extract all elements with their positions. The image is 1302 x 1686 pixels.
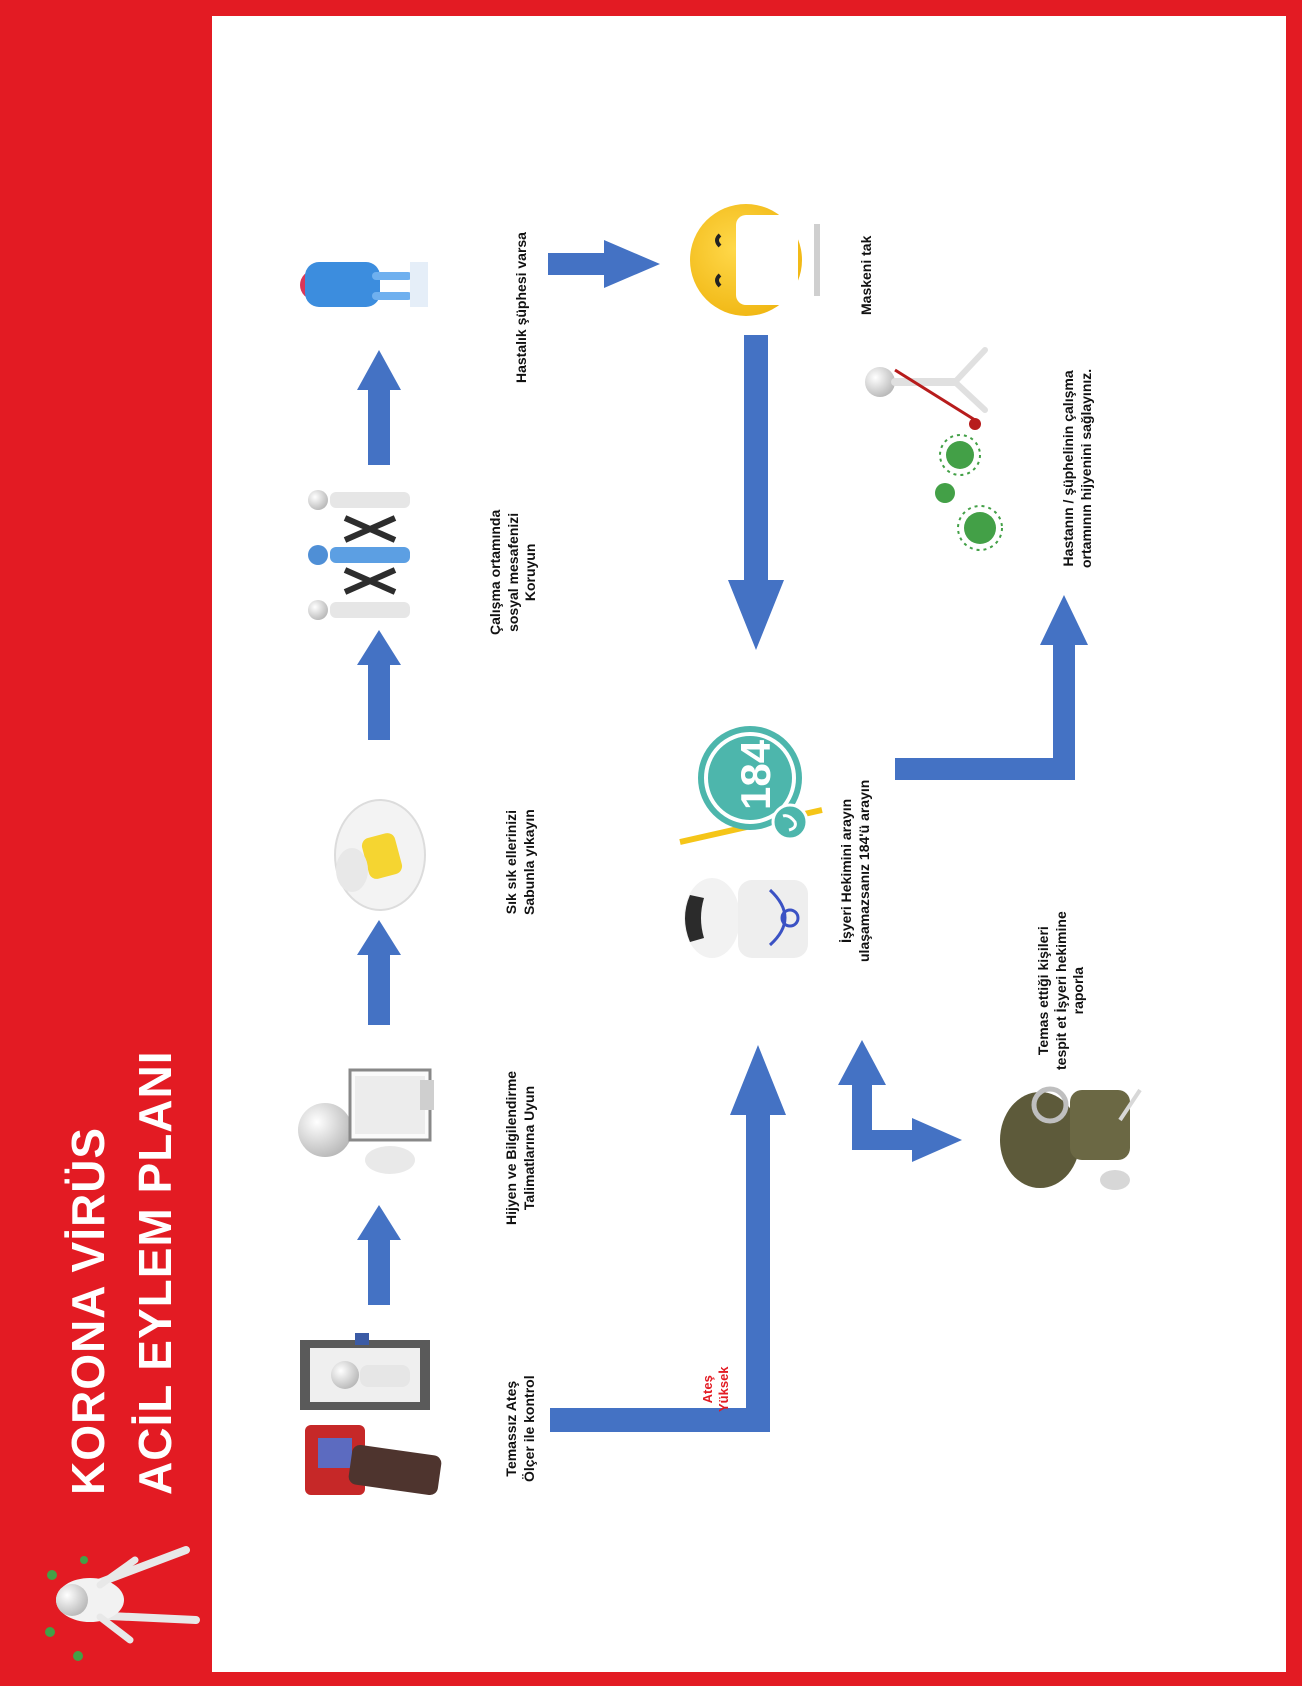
title-line-2: ACİL EYLEM PLANI (128, 1050, 181, 1495)
cleaning-branch-arrow (895, 595, 1088, 780)
label-handwash: Sık sık ellerinizi Sabunla yıkayın (503, 809, 537, 915)
social-distance-icon (308, 490, 410, 620)
doorway-figure-icon (300, 1333, 430, 1410)
flow-arrow-2 (357, 920, 401, 1025)
doctor-icon (684, 878, 808, 958)
phone-184-icon (679, 726, 823, 845)
figure-with-board-icon (298, 1068, 434, 1174)
label-illness-suspicion: Hastalık şüphesi varsa (513, 232, 529, 383)
person-pointing-icon (45, 1546, 200, 1661)
virus-icon (935, 434, 1003, 551)
flow-arrow-3 (357, 630, 401, 740)
label-hotline-number: 184 (732, 739, 779, 810)
soap-hands-icon (334, 799, 426, 911)
label-wear-mask: Maskeni tak (858, 235, 874, 315)
thermometer-gun-icon (305, 1425, 442, 1496)
label-report-contacts: Temas ettiği kişileri tespit et İşyeri h… (1035, 911, 1086, 1070)
page-title: KORONA VİRÜS ACİL EYLEM PLANI (55, 1050, 188, 1495)
mask-emoji-icon (690, 204, 820, 316)
label-hygiene-instructions: Hijyen ve Bilgilendirme Talimatlarına Uy… (503, 1070, 537, 1225)
label-fever-high: Ateş Yüksek (700, 1366, 732, 1412)
cleaning-figure-icon (865, 347, 988, 430)
sick-figure-icon (300, 262, 428, 307)
label-clean-environment: Hastanın / şüphelinin çalışma ortamının … (1060, 368, 1094, 568)
contacts-branch-arrow (838, 1040, 962, 1162)
flow-arrow-to-mask (548, 240, 660, 288)
contact-figure-icon (1000, 1086, 1142, 1190)
label-temperature-check: Temassız Ateş Ölçer ile kontrol (503, 1375, 537, 1482)
label-social-distance: Çalışma ortamında sosyal mesafenizi Koru… (487, 509, 538, 635)
flow-arrow-to-call (728, 335, 784, 650)
title-line-1: KORONA VİRÜS (62, 1126, 114, 1495)
flow-arrow-1 (357, 1205, 401, 1305)
flow-arrow-4 (357, 350, 401, 465)
fever-branch-arrow (550, 1045, 786, 1432)
label-call-doctor: İşyeri Hekimini arayın ulaşamazsanız 184… (838, 779, 872, 962)
